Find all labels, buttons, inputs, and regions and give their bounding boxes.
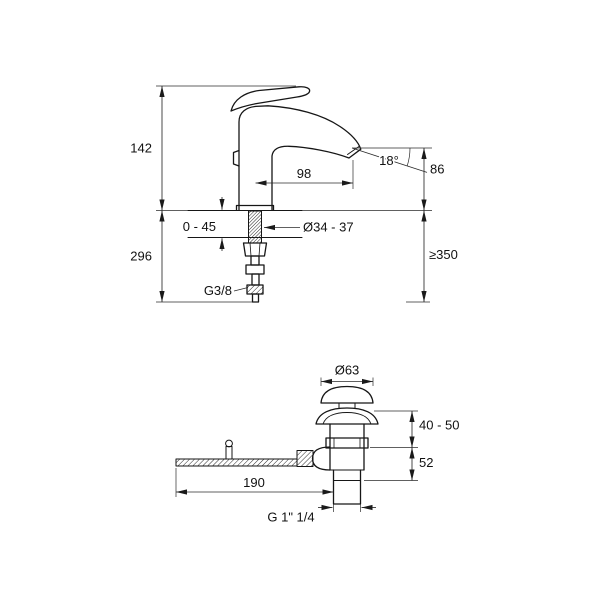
faucet-body-spout (238, 105, 362, 211)
rod-pivot-ball (225, 439, 233, 448)
dim-hole-diameter-label: Ø34 - 37 (303, 220, 354, 235)
faucet-base (235, 204, 275, 211)
drain-cap-stem (338, 402, 356, 409)
dim-hole-diameter: Ø34 - 37 (264, 218, 355, 236)
faucet-view: 142 296 0 - 45 Ø34 - 37 (129, 85, 459, 303)
drain-view: Ø63 40 - 50 52 190 (175, 361, 461, 526)
dim-deck-thickness: 0 - 45 (181, 197, 225, 251)
dim-min-supply-length-label: ≥350 (429, 247, 458, 262)
pop-up-rod (175, 458, 298, 467)
faucet-outline (187, 86, 362, 303)
supply-hose (245, 255, 265, 303)
mounting-nut-facets (249, 242, 261, 257)
dim-outlet-height-label: 86 (430, 162, 444, 177)
dim-deck-thickness-label: 0 - 45 (183, 219, 216, 234)
faucet-lever (230, 86, 311, 112)
dim-rod-reach: 190 (175, 468, 334, 497)
dim-supply-thread-label: G3/8 (204, 283, 232, 298)
dim-mount-thickness: 40 - 50 (370, 410, 461, 448)
drain-flange (315, 407, 379, 425)
hose-end-nut (246, 284, 264, 295)
dim-outlet-thread: G 1" 1/4 (266, 504, 376, 526)
dim-mount-thickness-label: 40 - 50 (419, 418, 459, 433)
body-side-tab (232, 149, 240, 167)
rod-ball-housing (311, 446, 331, 471)
drain-outline (175, 385, 379, 505)
dim-cap-diameter-label: Ø63 (335, 363, 360, 378)
drain-tailpipe (332, 469, 362, 505)
dim-rod-reach-label: 190 (243, 475, 265, 490)
dim-spout-angle: 18° (351, 147, 432, 173)
dim-lower-height-label: 52 (419, 455, 433, 470)
dim-below-deck-label: 296 (130, 249, 152, 264)
dim-spout-reach: 98 (255, 160, 354, 189)
dim-cap-diameter: Ø63 (320, 361, 374, 386)
dim-below-deck: 296 (129, 210, 252, 303)
drain-body-sides (329, 423, 365, 471)
drain-dimensions: Ø63 40 - 50 52 190 (175, 361, 461, 526)
dim-spout-angle-label: 18° (379, 153, 399, 168)
dim-supply-thread: G3/8 (202, 282, 249, 300)
dim-outlet-thread-label: G 1" 1/4 (267, 510, 314, 525)
dim-spout-reach-label: 98 (297, 166, 311, 181)
dim-total-height-label: 142 (130, 141, 152, 156)
dim-min-supply-length: ≥350 (406, 210, 459, 303)
drain-locknut (325, 437, 369, 449)
mounting-nut (242, 242, 268, 257)
drain-locknut-facets (333, 437, 361, 449)
rod-coupling-nut (296, 450, 314, 467)
rod-pivot-pin (225, 446, 233, 460)
threaded-shank (248, 210, 262, 244)
dim-total-height: 142 (129, 85, 296, 211)
dim-outlet-height: 86 (302, 148, 446, 211)
drain-flange-inner (322, 412, 372, 425)
faucet-dimensions: 142 296 0 - 45 Ø34 - 37 (129, 85, 459, 303)
drain-cap-dome (320, 385, 374, 404)
dim-lower-height: 52 (364, 447, 435, 481)
